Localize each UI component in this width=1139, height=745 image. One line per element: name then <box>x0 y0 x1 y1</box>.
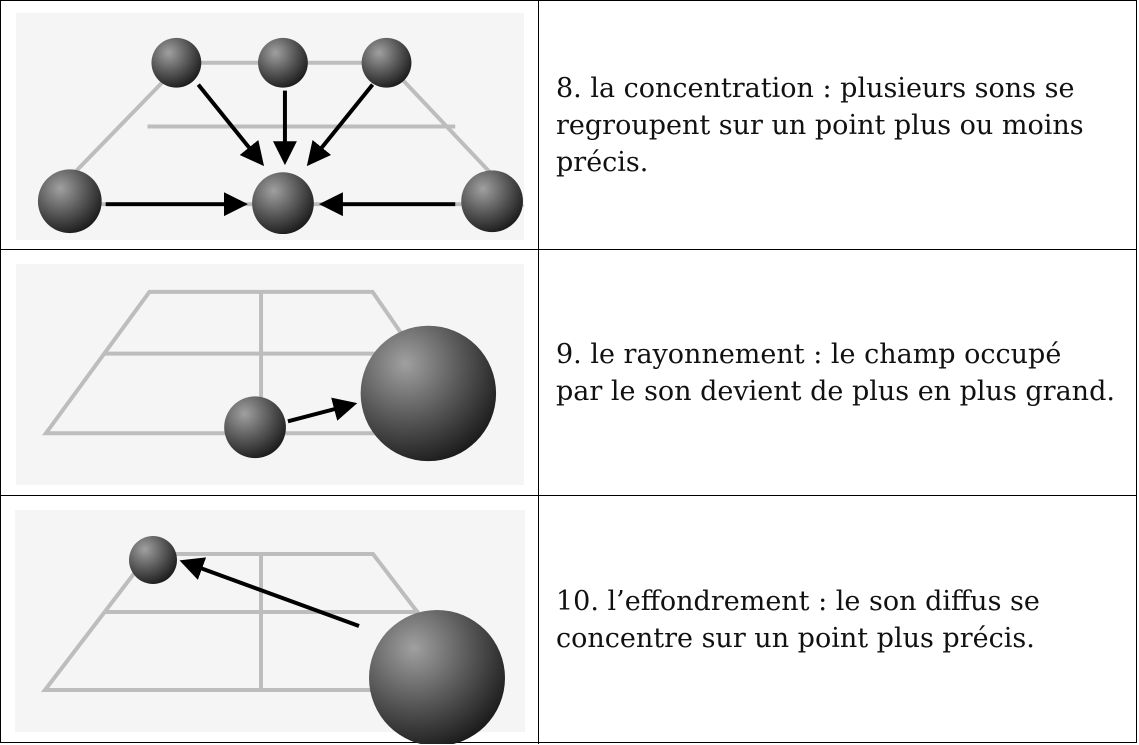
table-row: 9. le rayonnement : le champ occupé par … <box>1 250 1136 496</box>
radiation-figure <box>1 250 539 495</box>
concentration-description: 8. la concentration : plusieurs sons se … <box>556 72 1084 178</box>
sphere <box>369 610 505 744</box>
arrow <box>196 83 265 167</box>
radiation-diagram <box>16 263 524 486</box>
sphere <box>461 170 523 233</box>
description-cell: 10. l’effondrement : le son diffus se co… <box>541 496 1136 744</box>
concentration-diagram <box>16 12 525 241</box>
table-row: 10. l’effondrement : le son diffus se co… <box>1 496 1136 744</box>
arrow <box>306 83 375 167</box>
arrow <box>179 557 360 628</box>
sphere <box>224 396 286 459</box>
description-cell: 9. le rayonnement : le champ occupé par … <box>541 250 1136 495</box>
sphere <box>151 37 202 88</box>
sphere <box>361 37 412 88</box>
sound-spheres <box>129 536 505 744</box>
collapse-description: 10. l’effondrement : le son diffus se co… <box>556 586 1040 654</box>
arrows <box>105 83 456 217</box>
arrow <box>287 397 358 424</box>
radiation-description: 9. le rayonnement : le champ occupé par … <box>556 338 1115 407</box>
sphere <box>360 325 497 462</box>
collapse-figure <box>1 496 539 744</box>
sphere <box>252 172 314 235</box>
concentration-figure <box>1 1 539 249</box>
sound-spheres <box>37 37 523 235</box>
sphere <box>258 37 308 88</box>
sound-spheres <box>224 325 497 462</box>
sphere <box>37 169 102 234</box>
table-row: 8. la concentration : plusieurs sons se … <box>1 1 1136 250</box>
collapse-diagram <box>15 510 525 744</box>
description-cell: 8. la concentration : plusieurs sons se … <box>541 1 1136 249</box>
sphere <box>129 536 177 584</box>
